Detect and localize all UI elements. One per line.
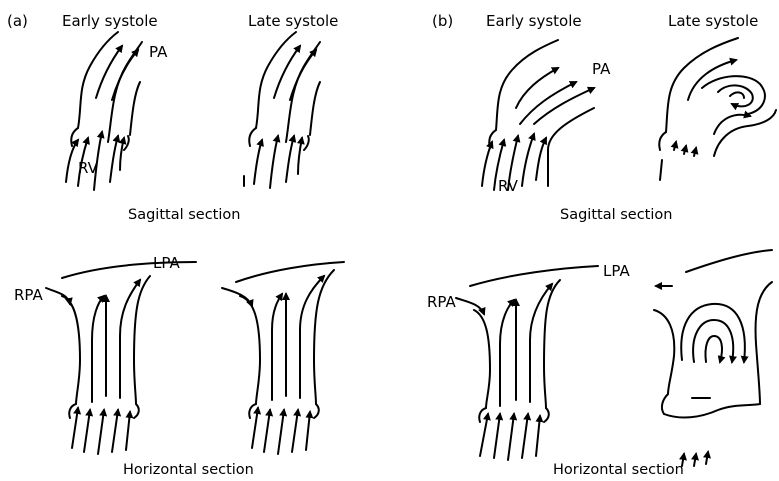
flow-arrow — [522, 134, 534, 186]
flow-arrow — [222, 288, 252, 306]
flow-arrow — [682, 454, 684, 466]
valve-leaflet — [479, 408, 486, 422]
flow-arrow — [674, 142, 676, 150]
vessel-wall — [314, 270, 334, 404]
flow-arrow — [500, 300, 514, 406]
flow-arrow — [84, 410, 90, 452]
vessel-wall — [756, 282, 772, 404]
flow-arrow — [264, 410, 270, 452]
panel-b-horizontal-late — [654, 250, 772, 466]
vessel-wall — [686, 250, 772, 272]
flow-arrow — [46, 288, 70, 304]
vessel-wall — [470, 266, 598, 286]
flow-arrow — [508, 136, 518, 190]
flow-arrow — [98, 410, 104, 454]
vessel-wall — [130, 82, 140, 135]
flow-arrow — [292, 410, 298, 452]
panel-a-sagittal-late — [244, 32, 320, 188]
panel-a-sagittal-early — [66, 32, 142, 190]
panel-a-horizontal-late — [222, 262, 344, 454]
flow-arrow — [96, 46, 122, 98]
panel-b-sagittal-late — [659, 38, 776, 180]
vessel-wall — [310, 82, 320, 135]
vortex-loop — [730, 92, 744, 98]
flow-arrow — [252, 408, 258, 448]
vessel-wall — [134, 276, 150, 404]
flow-arrow — [534, 88, 594, 124]
flow-arrow — [520, 82, 576, 124]
flow-arrow — [456, 298, 484, 314]
vessel-wall — [240, 296, 260, 404]
flow-arrow — [694, 148, 696, 156]
panel-b-sagittal-early — [482, 40, 594, 190]
valve-leaflet — [69, 404, 76, 418]
flow-arrow — [274, 46, 300, 98]
vortex-loop — [702, 76, 765, 114]
flow-arrow — [78, 138, 88, 186]
vessel-wall — [714, 110, 776, 156]
valve-leaflet — [304, 136, 309, 150]
vessel-wall — [664, 404, 760, 417]
vortex-loop — [718, 85, 753, 106]
flow-arrow — [706, 452, 708, 464]
vessel-wall — [548, 108, 594, 186]
flow-arrow — [286, 136, 294, 182]
vessel-wall — [62, 262, 196, 278]
flow-arrow — [536, 138, 546, 180]
flow-arrow — [508, 414, 514, 460]
vessel-wall — [544, 280, 560, 408]
valve-leaflet — [249, 128, 256, 146]
valve-leaflet — [662, 394, 668, 414]
valve-leaflet — [249, 404, 256, 418]
panel-b-horizontal-early — [456, 266, 598, 460]
flow-arrow — [94, 132, 102, 190]
flow-arrow — [92, 296, 104, 402]
flow-arrow — [306, 412, 310, 450]
flow-arrow — [494, 414, 500, 458]
flow-arrow — [522, 414, 528, 458]
flow-arrow — [120, 280, 140, 398]
vessel-wall — [654, 310, 674, 394]
vortex-loop — [693, 320, 733, 362]
valve-leaflet — [134, 404, 139, 418]
flow-arrow — [688, 60, 736, 100]
flow-arrow — [278, 410, 284, 454]
flow-arrow — [272, 294, 282, 400]
flow-arrow — [482, 142, 492, 186]
vortex-loop — [705, 336, 722, 362]
valve-leaflet — [544, 408, 549, 422]
vortex-loop — [681, 304, 745, 362]
valve-leaflet — [314, 404, 319, 418]
flow-arrow — [270, 136, 278, 188]
flow-arrow — [254, 140, 262, 184]
flow-arrow — [298, 138, 302, 174]
flow-arrow — [112, 410, 118, 452]
flow-arrow — [536, 416, 540, 456]
flow-arrow — [516, 68, 558, 108]
vessel-wall — [286, 42, 320, 142]
flow-arrow — [494, 140, 504, 190]
flow-arrow — [126, 412, 130, 450]
panel-a-horizontal-early — [46, 262, 196, 454]
flow-arrow — [72, 408, 78, 448]
flow-arrow — [120, 138, 124, 170]
flow-arrow — [480, 414, 488, 456]
vessel-wall — [62, 296, 80, 404]
flow-arrow — [110, 136, 118, 182]
vessel-wall — [474, 310, 490, 408]
flow-arrow — [684, 146, 686, 154]
vessel-wall — [660, 160, 662, 180]
flow-arrow — [694, 454, 696, 466]
valve-leaflet — [659, 132, 666, 150]
